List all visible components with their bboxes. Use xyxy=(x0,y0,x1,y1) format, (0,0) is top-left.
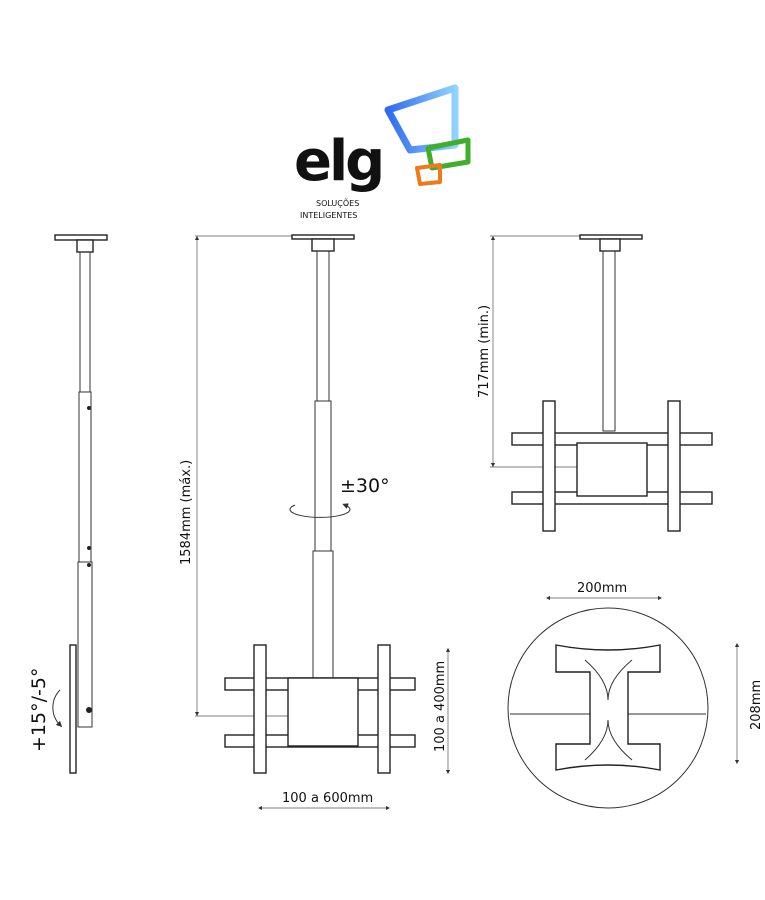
side-view: +15°/-5° xyxy=(28,234,108,774)
vesa-vertical-label: 100 a 400mm xyxy=(433,661,448,752)
rotation-label: ±30° xyxy=(340,475,390,497)
elg-logo: elg SOLUÇÕES INTELIGENTES xyxy=(294,84,471,220)
logo-orange-shape xyxy=(415,163,442,186)
plate-detail: 200mm 208mm xyxy=(507,581,764,809)
vesa-horizontal-label: 100 a 600mm xyxy=(282,791,373,806)
logo-green-shape xyxy=(425,137,471,171)
logo-tagline-2: INTELIGENTES xyxy=(300,211,357,220)
minimum-height-view: 717mm (min.) xyxy=(477,234,713,532)
front-view: 1584mm (máx.) ±30° 100 a 400mm 100 a 600… xyxy=(179,234,451,811)
logo-blue-shape xyxy=(384,84,459,154)
logo-tagline-1: SOLUÇÕES xyxy=(316,197,359,208)
plate-width-label: 200mm xyxy=(577,581,627,596)
tilt-label: +15°/-5° xyxy=(28,668,50,752)
min-height-label: 717mm (min.) xyxy=(477,305,492,398)
plate-height-label: 208mm xyxy=(749,680,764,730)
max-height-label: 1584mm (máx.) xyxy=(179,460,194,565)
logo-wordmark: elg xyxy=(294,129,382,194)
